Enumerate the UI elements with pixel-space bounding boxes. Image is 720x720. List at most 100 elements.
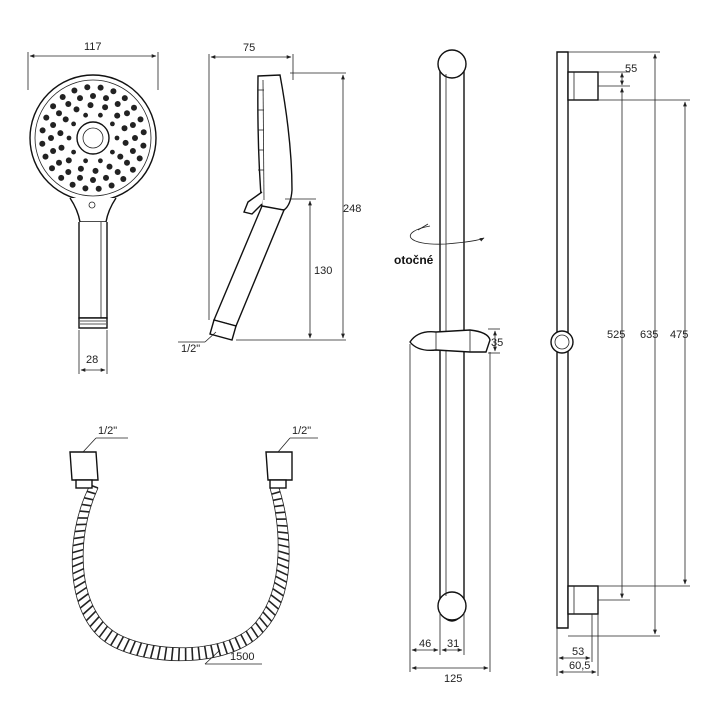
nozzle-dot [92, 167, 99, 174]
hose-rib [72, 567, 85, 575]
dim-605: 60,5 [569, 660, 590, 672]
nozzle-dot [140, 129, 147, 136]
height-label: 248 [343, 203, 361, 215]
hose-ribs [71, 484, 290, 661]
hose-rib [72, 548, 84, 554]
hose-rib [275, 575, 287, 583]
hose-rib [116, 636, 125, 649]
nozzle-dot [120, 176, 127, 182]
nozzle-dot [97, 84, 104, 91]
nozzle-dot [98, 158, 103, 164]
hose-rib [277, 562, 289, 569]
hose-rib [258, 616, 269, 628]
nozzle-dot [50, 148, 57, 154]
hose-rib [149, 645, 155, 659]
nozzle-dot [39, 127, 46, 134]
nozzle-dot [121, 125, 128, 132]
dim-top: 55 [625, 63, 637, 75]
hose-rib [72, 542, 84, 547]
nozzle-dot [136, 155, 143, 162]
nozzle-dot [114, 135, 120, 141]
nozzle-dot [132, 135, 138, 141]
nozzle-dot [56, 159, 62, 166]
hose-rib [104, 629, 113, 643]
nozzle-dot [110, 88, 117, 95]
nozzle-dot [57, 130, 64, 137]
hose-rib [271, 490, 281, 495]
nozzle-dot [77, 95, 83, 102]
hose-rib [85, 610, 97, 622]
width-label: 117 [84, 41, 102, 53]
nozzle-dot [77, 174, 83, 181]
nozzle-dot [87, 102, 94, 109]
hose-rib [86, 490, 96, 495]
nozzle-dot [48, 135, 54, 141]
hose-rib [203, 645, 208, 659]
nozzle-dot [66, 135, 72, 141]
nozzle-dot [114, 112, 121, 119]
nozzle-dot [62, 116, 69, 123]
hose-rib [136, 642, 143, 656]
dim-475: 475 [670, 329, 688, 341]
nozzle-dot [140, 142, 147, 149]
nozzle-dot [117, 153, 124, 160]
nozzle-dot [43, 114, 50, 121]
nozzle-dot [82, 185, 89, 192]
hose-rib [268, 600, 279, 610]
thread-label: 1/2" [181, 343, 200, 355]
nozzle-dot [106, 163, 113, 170]
hose-rib [277, 550, 290, 555]
nozzle-dot [65, 169, 72, 175]
hose-rib [74, 580, 86, 589]
nozzle-dot [95, 185, 102, 192]
nozzle-dot [114, 101, 121, 107]
hose-rib [129, 640, 137, 654]
hose-rib [250, 626, 259, 638]
nozzle-dot [58, 144, 65, 151]
hose-rib [240, 634, 248, 646]
hose-rib [89, 616, 100, 628]
hose-rib [93, 621, 104, 633]
hose-rib [82, 605, 94, 615]
hose-rib [277, 543, 290, 548]
hose-rib [73, 574, 85, 582]
hose-rib [277, 537, 289, 541]
nozzle-dot [124, 159, 130, 166]
hose-rib [277, 556, 290, 562]
hose-rib [191, 647, 194, 661]
dim-525: 525 [607, 329, 625, 341]
hose-thread-left: 1/2" [98, 425, 117, 437]
hose-rib [75, 586, 88, 596]
grip-label: 130 [314, 265, 332, 277]
nozzle-dot [59, 94, 66, 100]
hose-rib [163, 646, 168, 661]
hose-drawing: 1/2" 1/2" 1500 [69, 425, 318, 665]
hose-rib [234, 637, 242, 650]
hose-rib [216, 643, 222, 657]
hose-rib [177, 647, 181, 661]
hose-rib [79, 599, 91, 609]
nozzle-dot [98, 112, 103, 118]
hose-length: 1500 [230, 651, 254, 663]
hose-rib [245, 630, 254, 643]
hose-rib [79, 510, 90, 513]
nozzle-dot [39, 140, 46, 147]
nozzle-dot [90, 93, 96, 99]
nozzle-dot [129, 166, 136, 173]
nozzle-dot [50, 103, 57, 110]
nozzle-pattern [39, 84, 147, 192]
nozzle-dot [131, 104, 137, 111]
nozzle-dot [114, 169, 121, 175]
nozzle-dot [90, 177, 96, 183]
nozzle-dot [110, 149, 115, 155]
rotation-label: otočné [394, 253, 434, 267]
dim-mid: 31 [447, 638, 459, 650]
nozzle-dot [102, 104, 109, 111]
hose-rib [276, 569, 289, 576]
nozzle-dot [121, 95, 128, 102]
nozzle-dot [83, 158, 88, 164]
nozzle-dot [108, 182, 115, 189]
nozzle-dot [73, 106, 80, 113]
hose-rib [110, 633, 119, 646]
